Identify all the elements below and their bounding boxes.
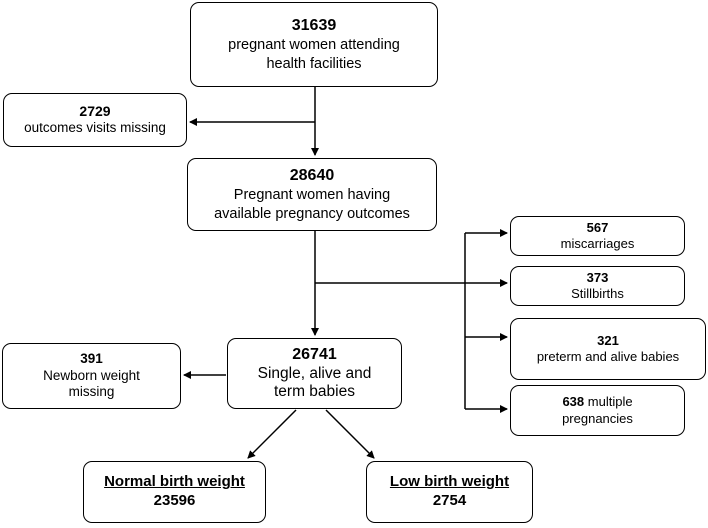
single-term-count: 26741 — [292, 346, 337, 364]
box-available-outcomes: 28640 Pregnant women having available pr… — [187, 158, 437, 231]
preterm-count: 321 — [597, 332, 619, 348]
box-single-term: 26741 Single, alive and term babies — [227, 338, 402, 409]
low-weight-count: 2754 — [432, 492, 467, 509]
missing-outcomes-label: outcomes visits missing — [24, 120, 166, 136]
box-preterm: 321 preterm and alive babies — [510, 318, 706, 380]
normal-weight-count: 23596 — [153, 492, 196, 509]
single-term-line2: term babies — [274, 382, 355, 400]
missing-outcomes-count: 2729 — [79, 102, 111, 119]
available-outcomes-count: 28640 — [289, 167, 335, 185]
arrow-to-low-weight — [325, 409, 375, 459]
low-weight-label: Low birth weight — [389, 473, 510, 491]
multiple-label-line1: multiple — [587, 394, 633, 410]
normal-weight-label: Normal birth weight — [104, 473, 245, 491]
box-missing-outcomes: 2729 outcomes visits missing — [3, 93, 187, 147]
weight-missing-line2: missing — [68, 384, 115, 400]
weight-missing-line1: Newborn weight — [43, 367, 140, 383]
multiple-label-line2: pregnancies — [562, 410, 633, 426]
available-outcomes-line2: available pregnancy outcomes — [214, 205, 410, 222]
box-low-weight: Low birth weight 2754 — [366, 461, 533, 523]
weight-missing-count: 391 — [80, 350, 103, 366]
box-stillbirths: 373 Stillbirths — [510, 266, 685, 306]
enrolled-label-line1: pregnant women attending — [228, 37, 400, 54]
stillbirths-count: 373 — [586, 269, 609, 285]
multiple-line1: 638 multiple — [562, 394, 632, 410]
arrow-to-normal-weight — [247, 409, 297, 459]
box-enrolled: 31639 pregnant women attending health fa… — [190, 2, 438, 87]
box-normal-weight: Normal birth weight 23596 — [83, 461, 266, 523]
multiple-count: 638 — [562, 394, 585, 410]
miscarriages-label: miscarriages — [560, 236, 635, 251]
enrolled-count: 31639 — [291, 17, 337, 35]
enrolled-label-line2: health facilities — [266, 55, 362, 72]
single-term-line1: Single, alive and — [257, 364, 372, 382]
box-miscarriages: 567 miscarriages — [510, 216, 685, 256]
available-outcomes-line1: Pregnant women having — [233, 187, 391, 204]
box-weight-missing: 391 Newborn weight missing — [2, 343, 181, 409]
miscarriages-count: 567 — [586, 219, 609, 235]
box-multiple-pregnancies: 638 multiple pregnancies — [510, 385, 685, 436]
stillbirths-label: Stillbirths — [571, 286, 624, 301]
preterm-label: preterm and alive babies — [536, 349, 680, 364]
